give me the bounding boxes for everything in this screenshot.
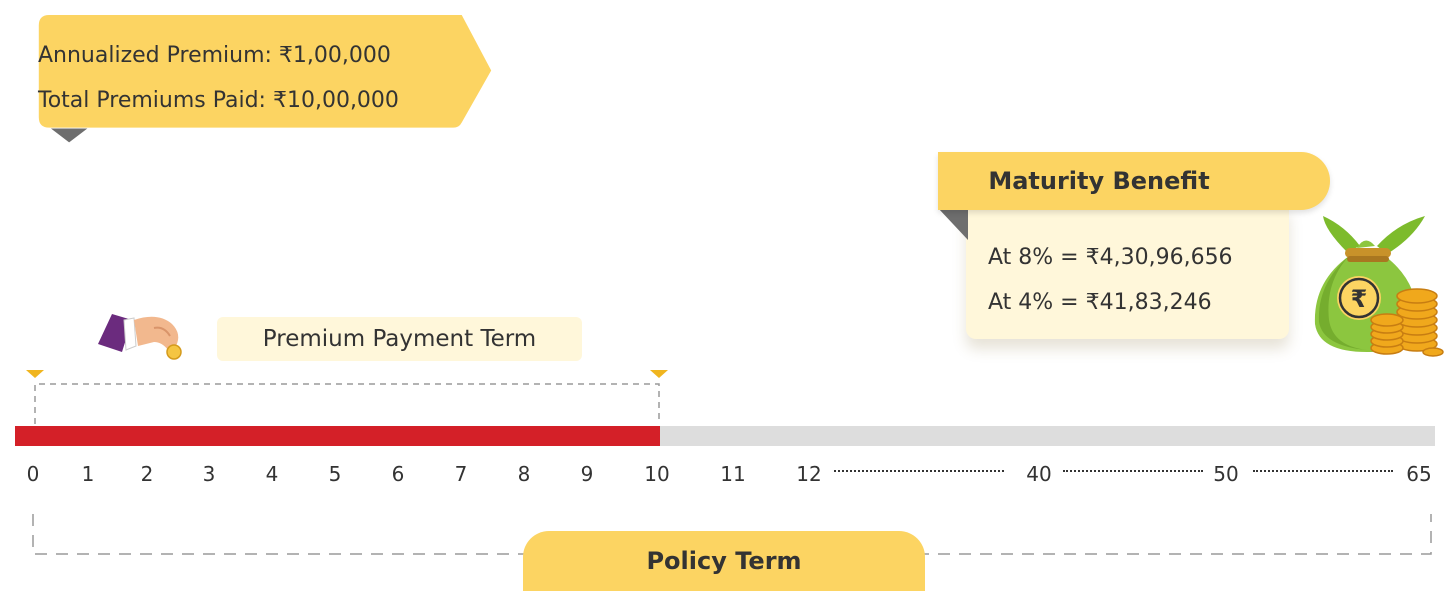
annualized-premium-text: Annualized Premium: ₹1,00,000 [38,43,391,68]
timeline-gap-dots [1253,470,1393,472]
maturity-benefit-card [966,205,1289,339]
tick-label: 6 [391,462,405,486]
tick-label: 0 [26,462,40,486]
tick-label: 10 [644,462,670,486]
total-premiums-paid-text: Total Premiums Paid: ₹10,00,000 [38,88,399,113]
ppt-end-marker [650,370,668,378]
maturity-at-8-percent: At 8% = ₹4,30,96,656 [988,245,1233,270]
tick-label: 9 [580,462,594,486]
tick-label: 50 [1213,462,1239,486]
premium-payment-bar [15,426,660,446]
maturity-header-fold [938,208,968,240]
ppt-start-marker [26,370,44,378]
premium-payment-term-bracket [26,370,668,424]
hand-holding-coin-icon [98,314,182,360]
tick-label: 8 [517,462,531,486]
tick-label: 3 [202,462,216,486]
tick-label: 4 [265,462,279,486]
tick-label: 11 [720,462,746,486]
maturity-benefit-title: Maturity Benefit [988,167,1210,195]
tick-label: 1 [81,462,95,486]
timeline-gap-dots [834,470,1004,472]
rupee-symbol: ₹ [1351,285,1368,313]
timeline-gap-dots [1063,470,1203,472]
policy-term-text: Policy Term [646,547,802,575]
tick-label: 2 [140,462,154,486]
maturity-benefit-header [938,152,1330,210]
tick-label: 65 [1406,462,1432,486]
tick-label: 7 [454,462,468,486]
premium-payment-term-label: Premium Payment Term [217,317,582,361]
maturity-at-4-percent: At 4% = ₹41,83,246 [988,290,1212,315]
tick-label: 40 [1026,462,1052,486]
premium-info-callout [38,15,492,143]
tick-label: 12 [796,462,822,486]
money-bag-icon: ₹ [1314,216,1444,357]
tick-label: 5 [328,462,342,486]
